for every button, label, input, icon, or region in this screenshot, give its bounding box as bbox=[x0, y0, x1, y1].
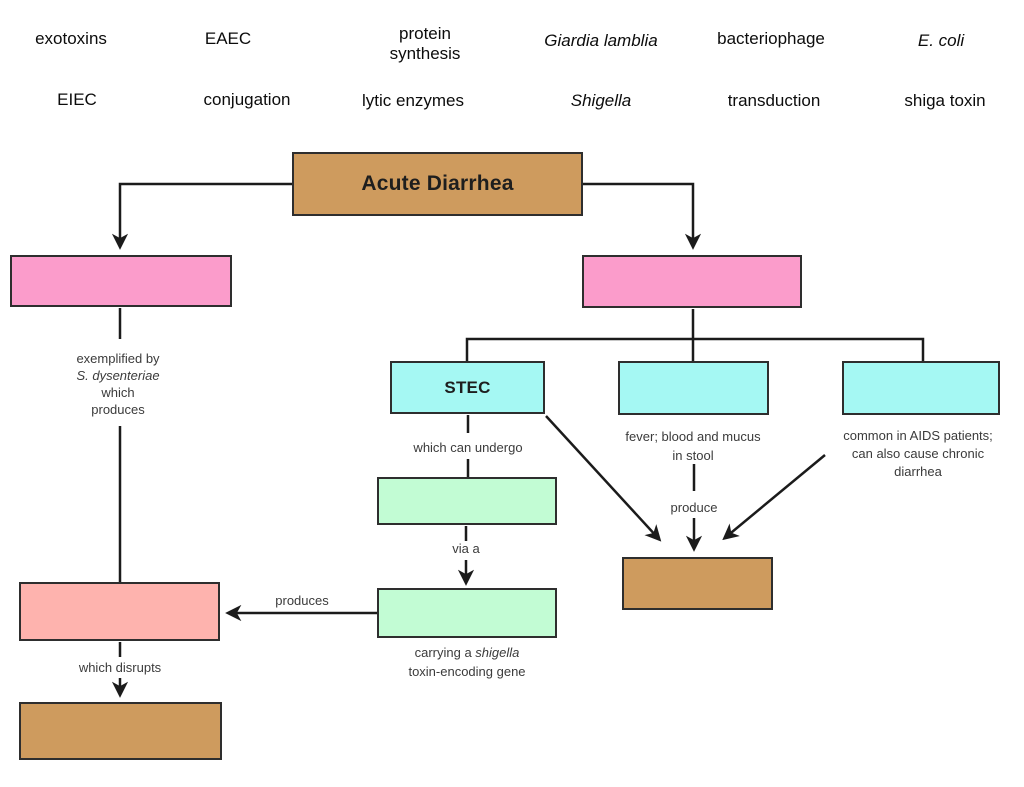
drop-box-middle-cyan[interactable] bbox=[618, 361, 769, 415]
label-line: which bbox=[101, 385, 135, 400]
label-line-s-dysenteriae: S. dysenteriae bbox=[76, 368, 160, 383]
word-term-shiga-toxin[interactable]: shiga toxin bbox=[904, 91, 986, 110]
label-common-in-aids: common in AIDS patients; can also cause … bbox=[843, 427, 993, 481]
label-line: in stool bbox=[672, 448, 714, 463]
word-term-e-coli[interactable]: E. coli bbox=[917, 31, 965, 50]
stec-box-label: STEC bbox=[444, 377, 491, 397]
label-line: produces bbox=[91, 402, 145, 417]
label-line: fever; blood and mucus bbox=[625, 429, 761, 444]
word-term-shigella[interactable]: Shigella bbox=[570, 91, 632, 110]
word-term-giardia-lamblia[interactable]: Giardia lamblia bbox=[544, 31, 658, 50]
word-term-eaec[interactable]: EAEC bbox=[204, 29, 252, 48]
label-line: common in AIDS patients; bbox=[843, 428, 993, 443]
drop-box-salmon[interactable] bbox=[19, 582, 220, 641]
drop-box-left-pink[interactable] bbox=[10, 255, 232, 307]
root-box-label: Acute Diarrhea bbox=[361, 172, 514, 195]
connector-aids-diagonal-to-tan bbox=[722, 454, 826, 541]
label-fever-blood-mucus: fever; blood and mucus in stool bbox=[625, 427, 760, 465]
word-term-eiec[interactable]: EIEC bbox=[57, 90, 97, 109]
label-line: can also cause chronic bbox=[851, 446, 985, 461]
drop-box-right-pink[interactable] bbox=[582, 255, 802, 308]
stec-box: STEC bbox=[390, 361, 545, 414]
word-term-exotoxins[interactable]: exotoxins bbox=[35, 29, 107, 48]
label-line: diarrhea bbox=[894, 464, 942, 479]
word-term-protein-synthesis[interactable]: protein synthesis bbox=[389, 24, 461, 63]
label-produces: produces bbox=[275, 593, 329, 608]
label-line: carrying a shigella bbox=[408, 643, 525, 662]
drop-box-tan-right[interactable] bbox=[622, 557, 773, 610]
label-exemplified-by: exemplified by S. dysenteriae which prod… bbox=[76, 350, 159, 418]
word-term-transduction[interactable]: transduction bbox=[727, 91, 821, 110]
connector-root-to-right-pink bbox=[583, 182, 702, 250]
root-box-acute-diarrhea: Acute Diarrhea bbox=[292, 152, 583, 216]
label-via-a: via a bbox=[452, 541, 480, 556]
drop-box-green-upper[interactable] bbox=[377, 477, 557, 525]
drop-box-tan-bottom-left[interactable] bbox=[19, 702, 222, 760]
drop-box-right-cyan[interactable] bbox=[842, 361, 1000, 415]
drop-box-green-lower[interactable] bbox=[377, 588, 557, 638]
label-carrying-gene: carrying a shigella toxin-encoding gene bbox=[408, 643, 525, 681]
label-which-disrupts: which disrupts bbox=[78, 660, 162, 675]
word-term-conjugation[interactable]: conjugation bbox=[203, 90, 291, 109]
connector-distribution-bar bbox=[465, 337, 925, 361]
connector-stec-diagonal-to-tan bbox=[545, 415, 662, 542]
connector-root-to-left-pink bbox=[111, 182, 292, 250]
word-term-lytic-enzymes[interactable]: lytic enzymes bbox=[361, 91, 465, 110]
label-produce: produce bbox=[670, 500, 718, 515]
label-line: toxin-encoding gene bbox=[408, 664, 526, 679]
word-term-bacteriophage[interactable]: bacteriophage bbox=[717, 29, 825, 48]
label-which-can-undergo: which can undergo bbox=[413, 440, 523, 455]
label-line: exemplified by bbox=[76, 351, 160, 366]
label-carrying-pre: carrying a bbox=[414, 645, 476, 660]
label-carrying-shigella: shigella bbox=[475, 645, 520, 660]
